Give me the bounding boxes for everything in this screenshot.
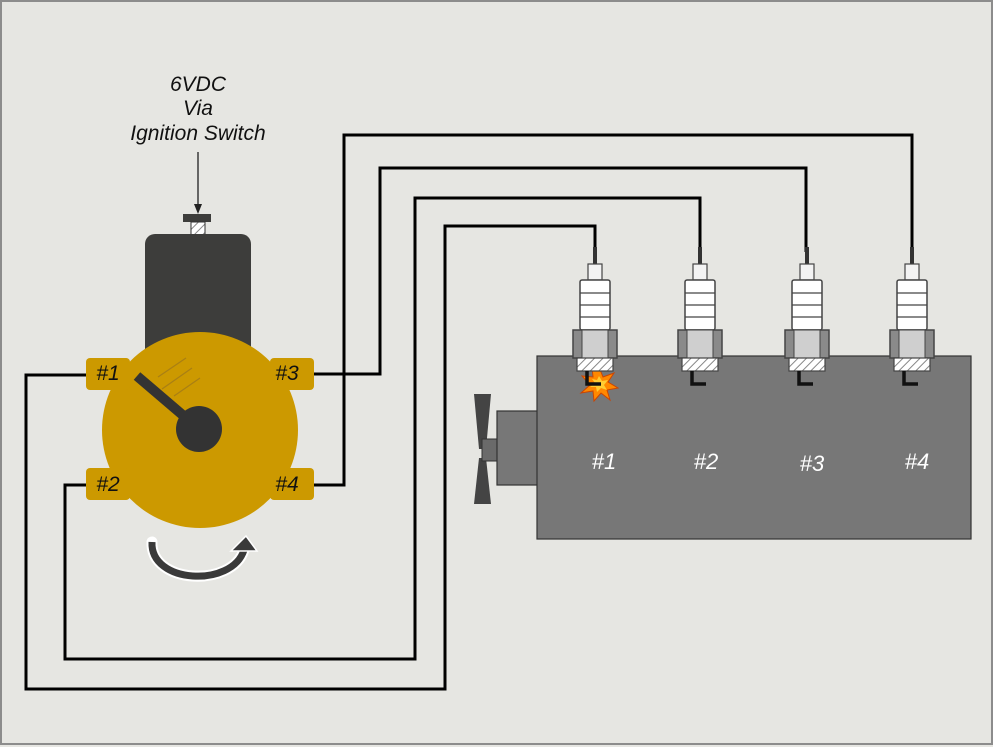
spark-plug-4 [888, 245, 936, 386]
coil-terminal-cap [183, 214, 211, 222]
coil-terminal-post [190, 221, 206, 237]
terminal-tab-4 [270, 468, 314, 500]
distributor-terminal-3: #3 [275, 362, 299, 385]
terminal-tab-1 [86, 358, 130, 390]
cylinder-label-3: #3 [799, 451, 825, 476]
rotor-hub [176, 406, 222, 452]
supply-arrowhead [194, 204, 202, 214]
cylinder-label-1: #1 [591, 449, 617, 474]
wire-cylinder-4 [312, 133, 914, 487]
spark-plug-1 [571, 245, 619, 386]
distributor-terminal-2: #2 [96, 473, 120, 496]
curved-arrow-icon [146, 534, 259, 582]
wire-cylinder-1 [24, 224, 597, 691]
supply-label-line1: 6VDC [169, 73, 227, 96]
cylinder-label-4: #4 [904, 449, 930, 474]
spark-plug-2 [676, 245, 724, 386]
distributor-terminal-4: #4 [275, 473, 299, 496]
fan-blade-icon [474, 394, 501, 504]
terminal-tab-2 [86, 468, 130, 500]
ignition-wires [24, 133, 914, 691]
rotor-glare [157, 357, 201, 397]
wire-cylinder-2 [63, 196, 702, 661]
supply-label-line3: Ignition Switch [130, 122, 266, 145]
terminal-tab-3 [270, 358, 314, 390]
distributor-terminal-1: #1 [96, 362, 120, 385]
cylinder-label-2: #2 [693, 449, 719, 474]
wire-cylinder-3 [312, 166, 808, 376]
spark-plug-3 [783, 245, 831, 386]
supply-label-line2: Via [183, 97, 213, 120]
engine-pulley-housing [496, 410, 542, 486]
